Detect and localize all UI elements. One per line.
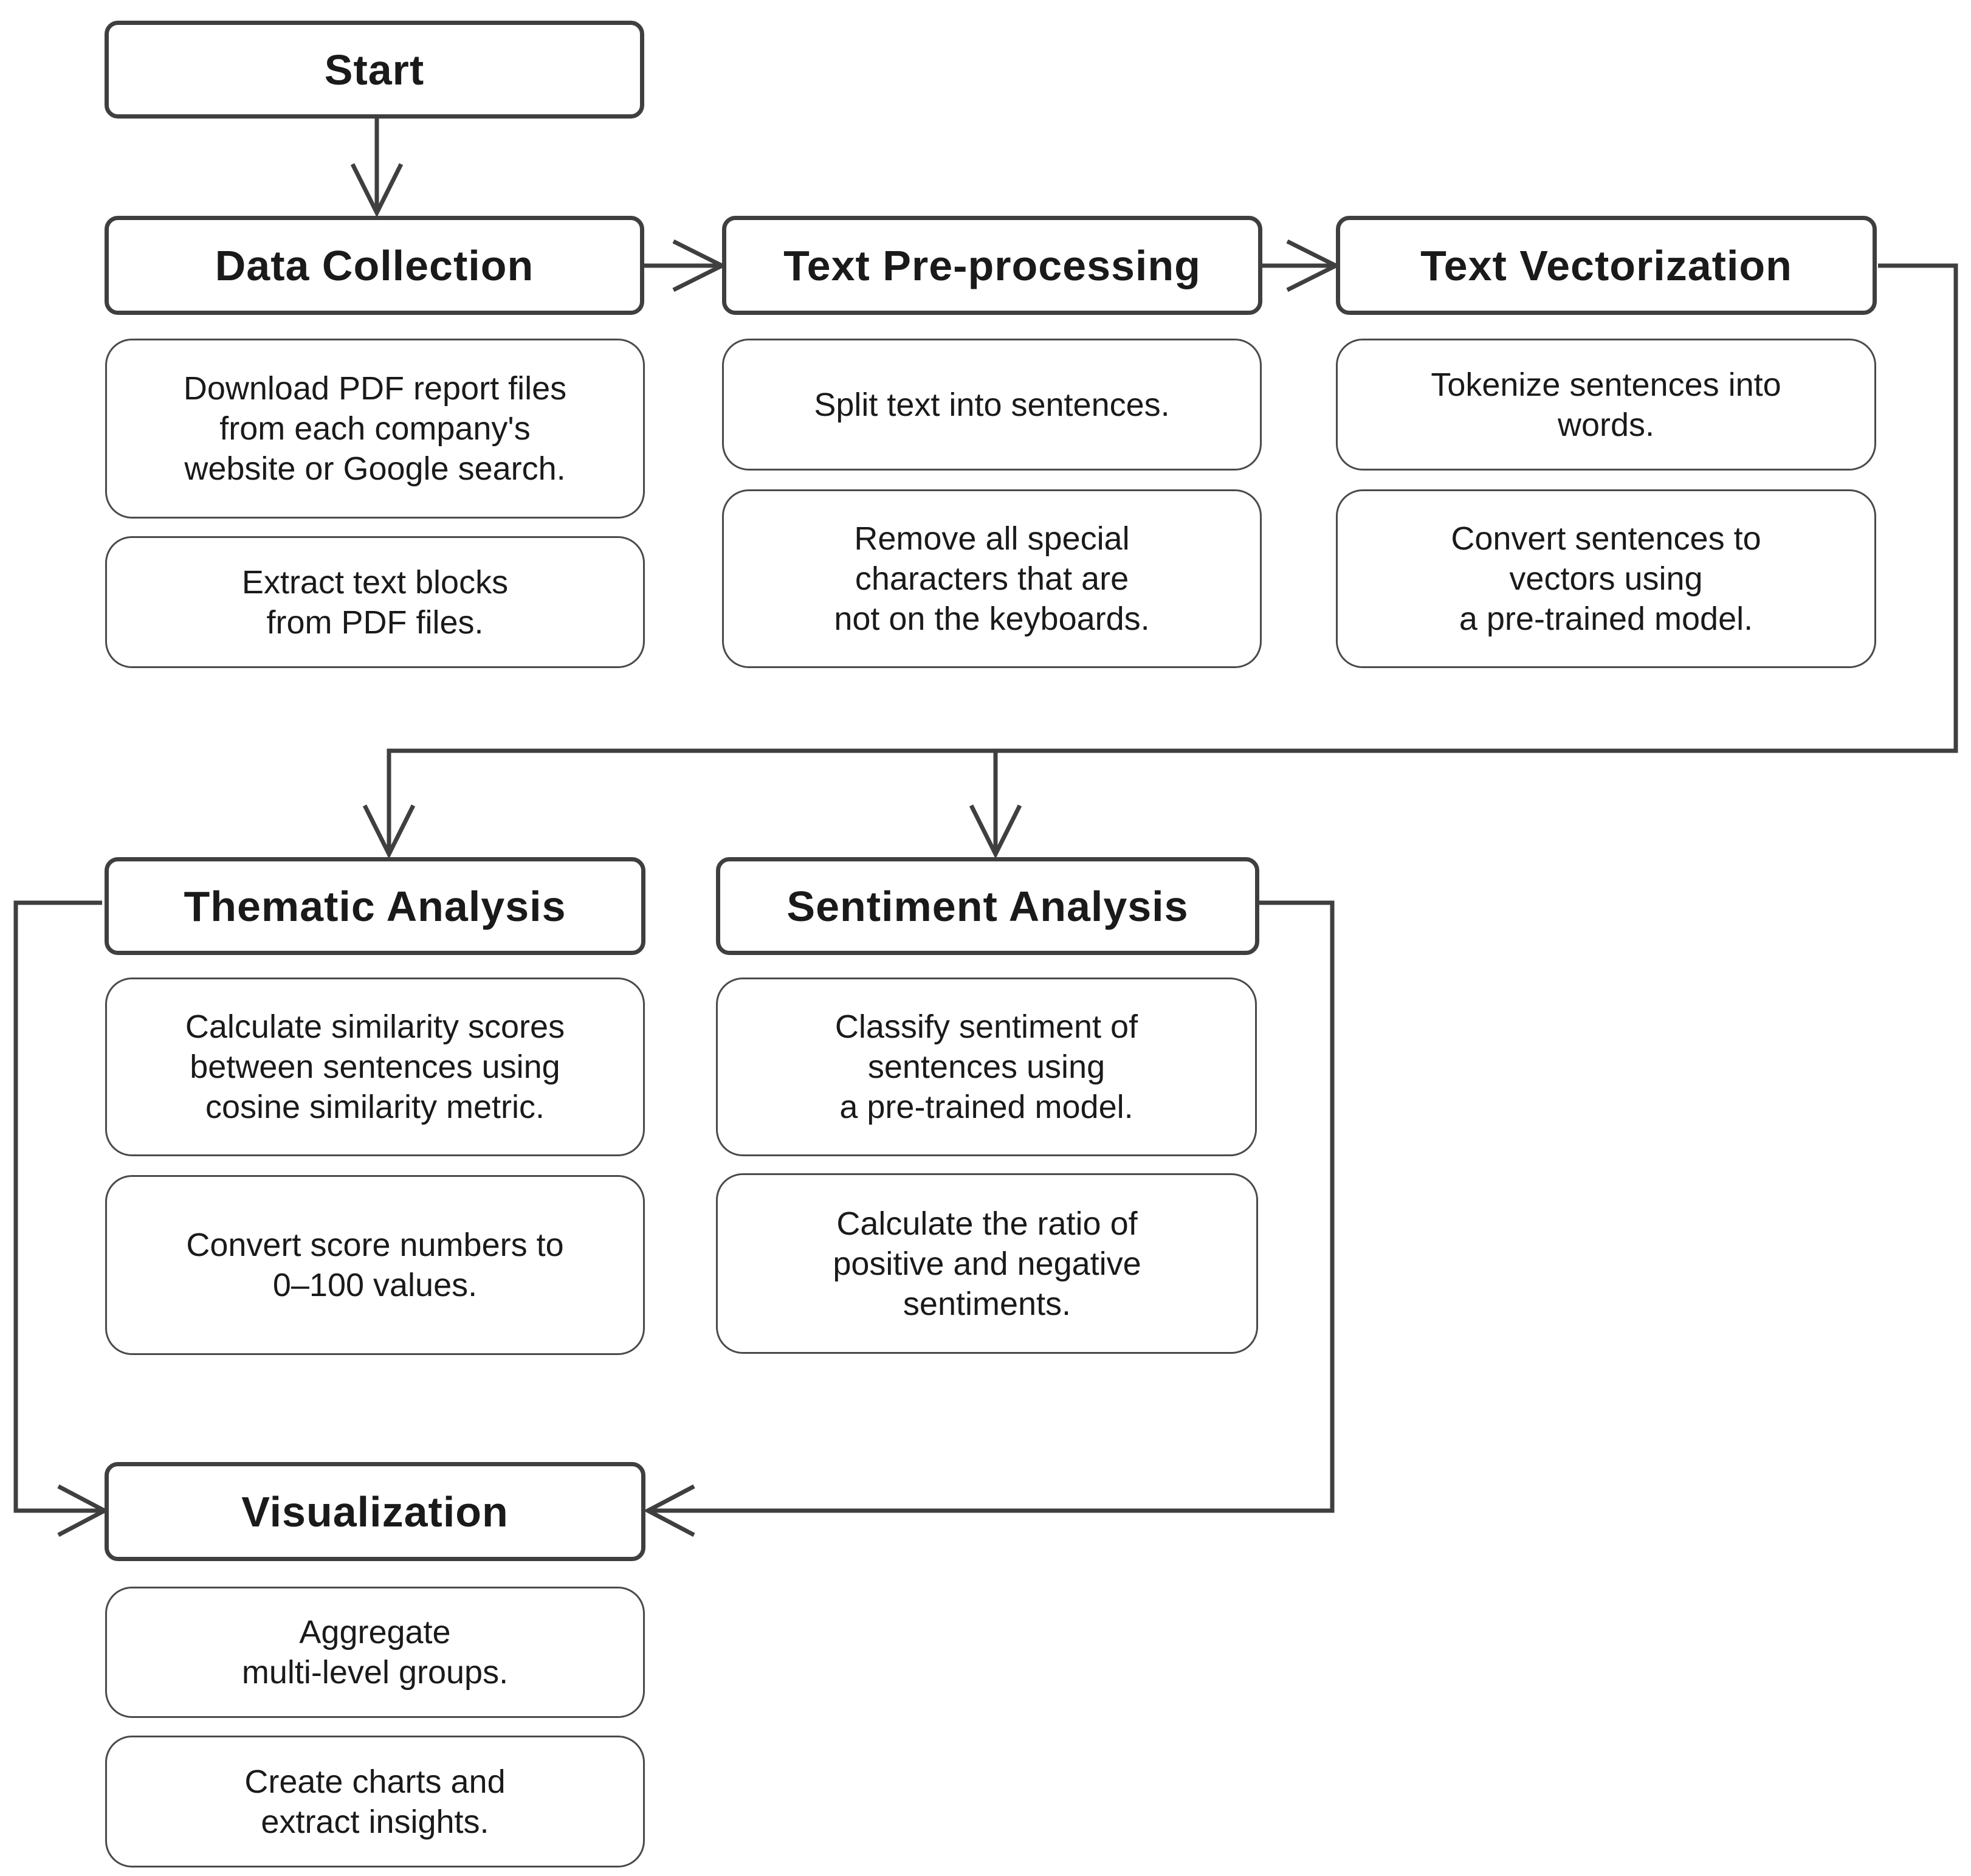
sentiment-analysis-step-2: Calculate the ratio of positive and nega… bbox=[716, 1173, 1258, 1354]
sentiment-analysis-title: Sentiment Analysis bbox=[716, 857, 1259, 955]
visualization-title: Visualization bbox=[105, 1462, 645, 1561]
connector-sentiment-to-visualization bbox=[648, 900, 1335, 1513]
thematic-analysis-step-2: Convert score numbers to 0–100 values. bbox=[105, 1175, 645, 1355]
sentiment-analysis-step-1: Classify sentiment of sentences using a … bbox=[716, 978, 1257, 1156]
arrowhead-thematic-analysis bbox=[362, 804, 416, 859]
connector-thematic-to-visualization bbox=[13, 900, 105, 1513]
arrowhead-data-collection bbox=[350, 163, 404, 218]
visualization-step-2: Create charts and extract insights. bbox=[105, 1736, 645, 1867]
data-collection-step-1: Download PDF report files from each comp… bbox=[105, 339, 645, 519]
arrowhead-sentiment-analysis bbox=[969, 804, 1022, 859]
start-node: Start bbox=[105, 21, 644, 119]
visualization-step-1: Aggregate multi-level groups. bbox=[105, 1587, 645, 1718]
data-collection-title: Data Collection bbox=[105, 216, 644, 315]
data-collection-step-2: Extract text blocks from PDF files. bbox=[105, 536, 645, 668]
text-vectorization-step-2: Convert sentences to vectors using a pre… bbox=[1336, 489, 1876, 668]
text-preprocessing-step-1: Split text into sentences. bbox=[722, 339, 1262, 471]
connector-vectorization-to-analyses bbox=[387, 263, 1958, 854]
text-vectorization-step-1: Tokenize sentences into words. bbox=[1336, 339, 1876, 471]
text-vectorization-title: Text Vectorization bbox=[1336, 216, 1877, 315]
thematic-analysis-title: Thematic Analysis bbox=[105, 857, 645, 955]
thematic-analysis-step-1: Calculate similarity scores between sent… bbox=[105, 978, 645, 1156]
text-preprocessing-title: Text Pre-processing bbox=[722, 216, 1262, 315]
arrowhead-visualization-right bbox=[643, 1484, 695, 1537]
text-preprocessing-step-2: Remove all special characters that are n… bbox=[722, 489, 1262, 668]
